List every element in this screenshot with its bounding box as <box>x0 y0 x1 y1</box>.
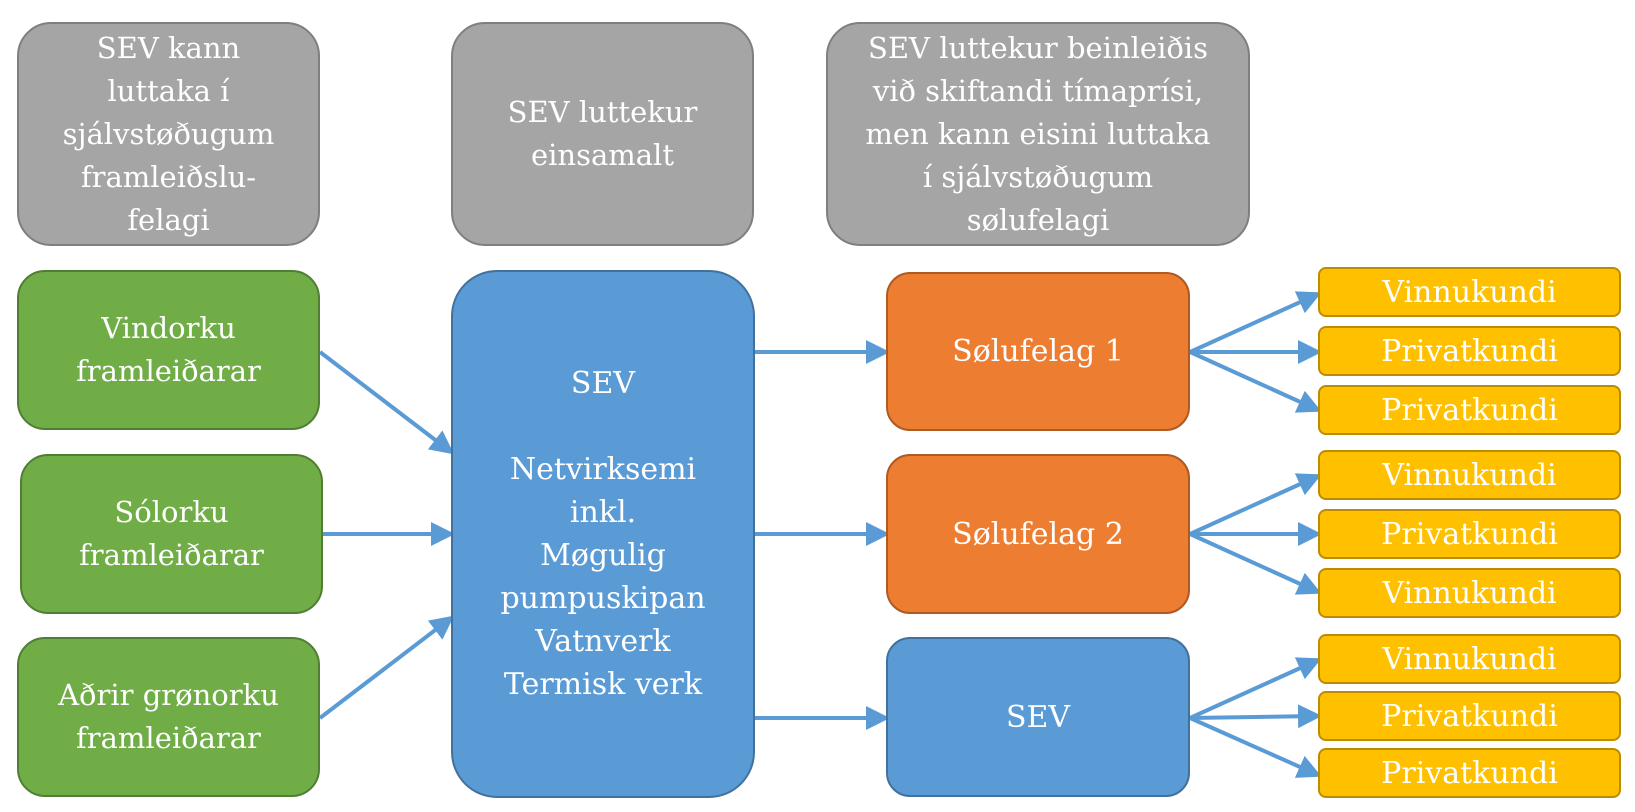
sev-grid-box: SEV Netvirksemi inkl. Møgulig pumpuskipa… <box>451 270 755 798</box>
arrow-r2-c1 <box>1189 473 1322 536</box>
producer-wind: Vindorku framleiðarar <box>17 270 320 430</box>
customer-1-1: Vinnukundi <box>1318 267 1621 317</box>
arrow-r1-c1 <box>1189 291 1322 354</box>
producer-solar: Sólorku framleiðarar <box>20 454 323 614</box>
customer-3-2: Privatkundi <box>1318 691 1621 741</box>
customer-1-2: Privatkundi <box>1318 326 1621 376</box>
header-box-right: SEV luttekur beinleiðis við skiftandi tí… <box>826 22 1250 246</box>
arrow-other-to-sev <box>318 615 455 720</box>
customer-3-3: Privatkundi <box>1318 748 1621 798</box>
arrow-r3-c1 <box>1189 657 1322 720</box>
producer-other: Aðrir grønorku framleiðarar <box>17 637 320 797</box>
arrow-r1-c3 <box>1189 350 1322 413</box>
header-box-middle: SEV luttekur einsamalt <box>451 22 754 246</box>
retailer-1: Sølufelag 1 <box>886 272 1190 431</box>
customer-1-3: Privatkundi <box>1318 385 1621 435</box>
arrow-r2-c3 <box>1189 532 1322 595</box>
arrow-r3-c3 <box>1189 716 1322 778</box>
arrow-wind-to-sev <box>318 350 455 455</box>
arrow-r3-c2 <box>1189 704 1322 729</box>
customer-2-3: Vinnukundi <box>1318 568 1621 618</box>
customer-3-1: Vinnukundi <box>1318 634 1621 684</box>
header-box-left: SEV kann luttaka í sjálvstøðugum framlei… <box>17 22 320 246</box>
retailer-sev: SEV <box>886 637 1190 797</box>
retailer-2: Sølufelag 2 <box>886 454 1190 614</box>
customer-2-1: Vinnukundi <box>1318 450 1621 500</box>
customer-2-2: Privatkundi <box>1318 509 1621 559</box>
